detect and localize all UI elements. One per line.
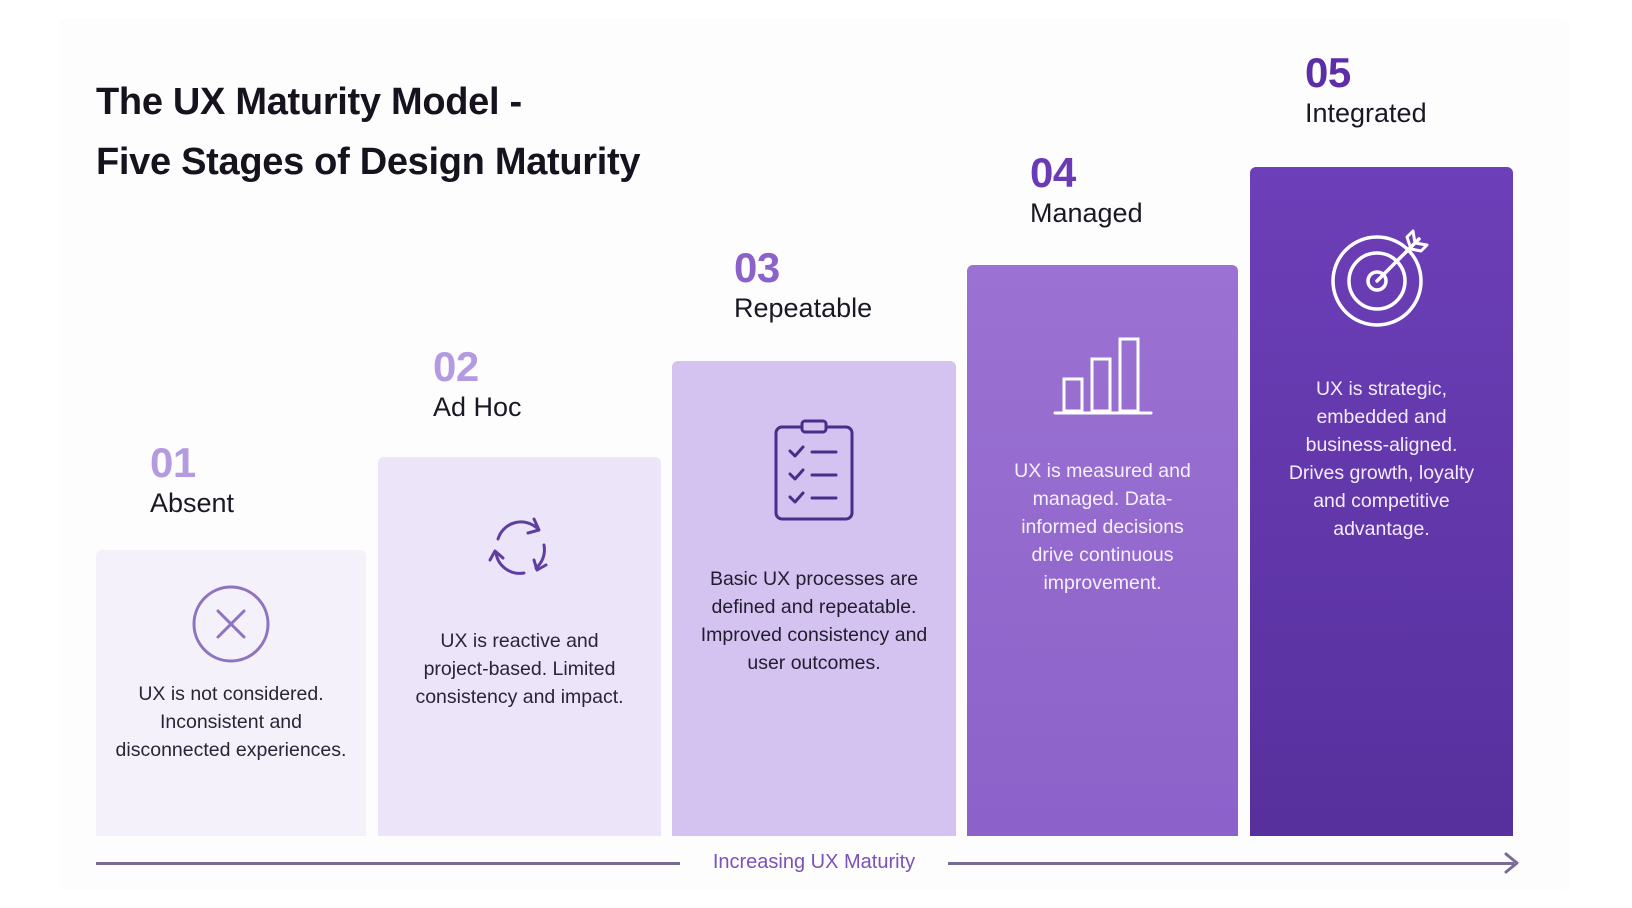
stage-1-heading: 01 Absent xyxy=(150,440,234,520)
stage-5-heading: 05 Integrated xyxy=(1305,50,1427,130)
title-line-2: Five Stages of Design Maturity xyxy=(96,141,641,183)
stage-2-number: 02 xyxy=(433,343,479,390)
stage-2-block: UX is reactive and project-based. Limite… xyxy=(378,457,661,836)
stage-4-heading: 04 Managed xyxy=(1030,150,1143,230)
stage-5-block: UX is strategic, embedded and business-a… xyxy=(1250,167,1513,836)
stage-1-name: Absent xyxy=(150,488,235,518)
stage-1-block: UX is not considered. Inconsistent and d… xyxy=(96,550,366,836)
stage-5-name: Integrated xyxy=(1305,98,1427,128)
stage-3-block: Basic UX processes are defined and repea… xyxy=(672,361,956,836)
stage-1-description: UX is not considered. Inconsistent and d… xyxy=(115,683,347,761)
axis-label: Increasing UX Maturity xyxy=(712,851,916,873)
stage-4-block: UX is measured and managed. Data-informe… xyxy=(967,265,1238,836)
stage-4-name: Managed xyxy=(1030,198,1143,228)
stage-3-description: Basic UX processes are defined and repea… xyxy=(700,568,928,674)
stage-3-name: Repeatable xyxy=(734,293,873,323)
title-line-1: The UX Maturity Model - xyxy=(96,81,522,123)
x-circle-icon xyxy=(192,585,270,663)
stage-4-description: UX is measured and managed. Data-informe… xyxy=(1014,460,1191,594)
stage-1-number: 01 xyxy=(150,439,196,486)
refresh-cycle-icon xyxy=(488,517,547,575)
stage-3-heading: 03 Repeatable xyxy=(734,245,872,325)
bar-chart-icon xyxy=(1053,337,1152,415)
axis-line-left xyxy=(96,862,680,865)
stage-3-number: 03 xyxy=(734,244,780,291)
clipboard-checklist-icon xyxy=(774,419,854,521)
stage-2-description: UX is reactive and project-based. Limite… xyxy=(415,630,624,708)
stage-4-number: 04 xyxy=(1030,149,1076,196)
stage-5-number: 05 xyxy=(1305,49,1351,96)
stage-2-name: Ad Hoc xyxy=(433,392,522,422)
stage-2-heading: 02 Ad Hoc xyxy=(433,344,522,424)
arrow-right-icon xyxy=(1504,852,1519,874)
stage-5-description: UX is strategic, embedded and business-a… xyxy=(1288,378,1475,540)
target-arrow-icon xyxy=(1330,229,1428,327)
axis-line-right xyxy=(948,862,1514,865)
page-title: The UX Maturity Model - Five Stages of D… xyxy=(96,72,641,192)
